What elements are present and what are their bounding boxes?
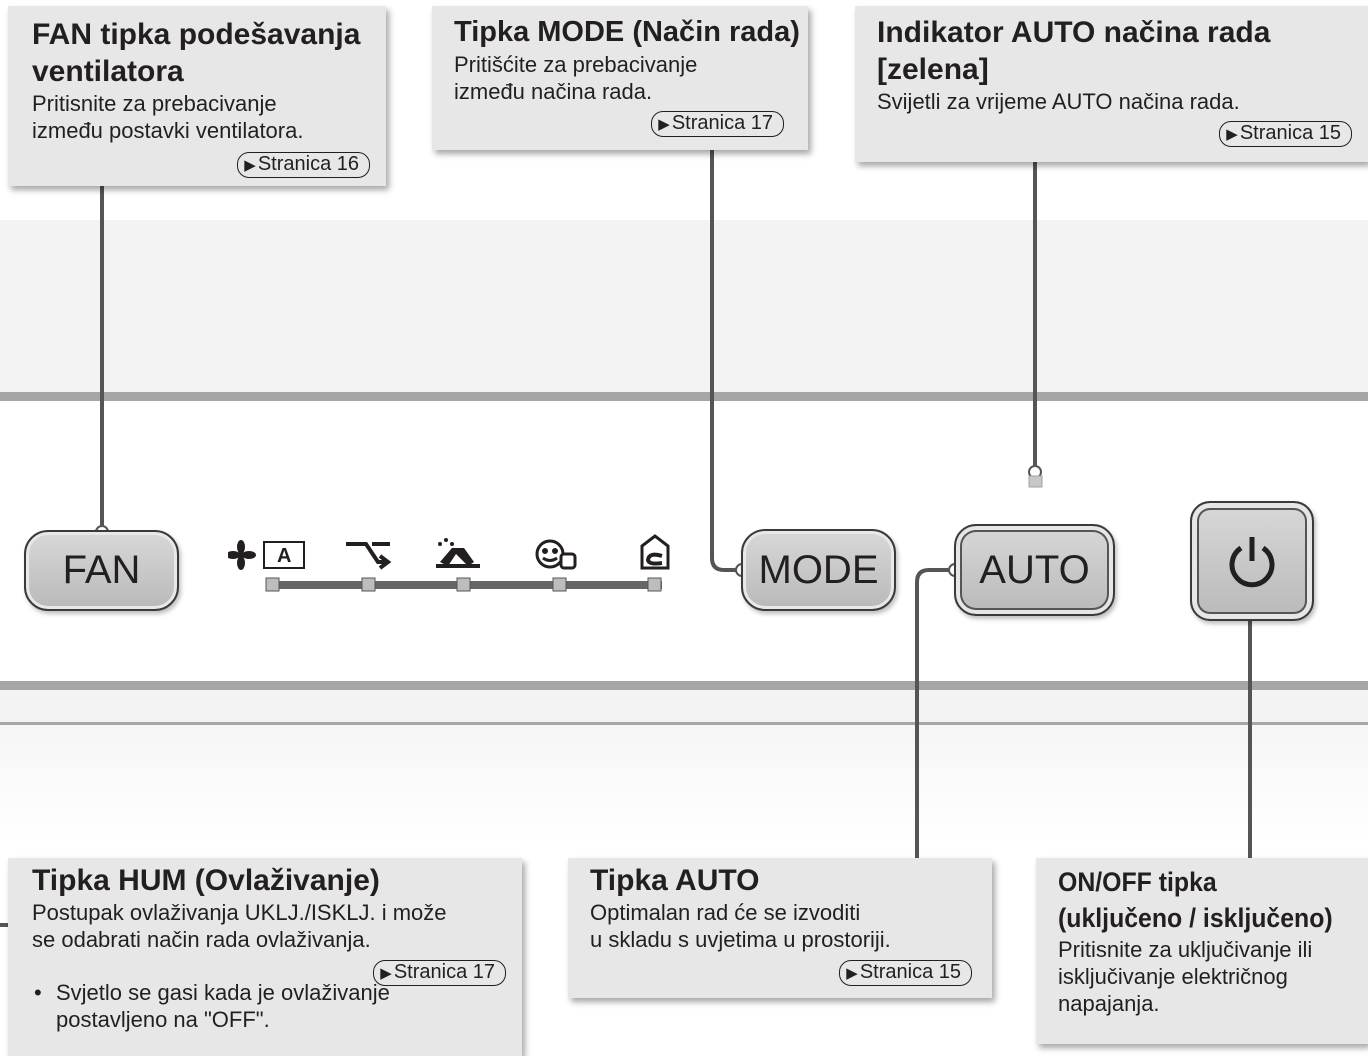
auto-button-callout: Tipka AUTO Optimalan rad će se izvoditi …	[568, 858, 992, 998]
play-arrow-icon: ▶	[658, 116, 670, 133]
fan-button-label: FAN	[62, 548, 141, 592]
hum-bullet: • Svjetlo se gasi kada je ovlaživanje	[32, 979, 522, 1006]
power-icon	[1229, 537, 1275, 588]
auto-indicator-title-line1: Indikator AUTO načina rada	[877, 16, 1271, 49]
auto-indicator-lamp	[1028, 475, 1043, 488]
fan-speed-step-5	[647, 577, 662, 592]
onoff-callout-desc-line2: isključivanje električnog	[1058, 964, 1288, 989]
mode-callout-title: Tipka MODE (Način rada)	[454, 16, 800, 48]
panel-upper-band	[0, 220, 1368, 392]
fan-callout-desc-line1: Pritisnite za prebacivanje	[32, 91, 277, 116]
mode-button-label: MODE	[758, 547, 879, 592]
auto-indicator-page-reference[interactable]: ▶Stranica 15	[1219, 121, 1352, 147]
panel-bottom-band	[0, 725, 1368, 845]
fan-auto-glyph: A	[277, 545, 291, 567]
power-button[interactable]	[1190, 501, 1314, 621]
fan-page-reference[interactable]: ▶Stranica 16	[237, 152, 370, 178]
fan-eco-icon	[535, 539, 577, 570]
hum-bullet-line1: Svjetlo se gasi kada je ovlaživanje	[56, 980, 390, 1005]
mode-callout-desc-line1: Pritišćite za prebacivanje	[454, 52, 698, 77]
auto-button[interactable]: AUTO	[954, 524, 1115, 616]
onoff-callout-title-line1: ON/OFF tipka	[1058, 867, 1217, 897]
fan-callout: FAN tipka podešavanja ventilatora Pritis…	[8, 6, 386, 186]
hum-page-reference[interactable]: ▶Stranica 17	[373, 960, 506, 986]
hum-callout-title: Tipka HUM (Ovlaživanje)	[32, 864, 380, 897]
leader-mode	[710, 150, 742, 572]
panel-middle-band	[0, 401, 1368, 681]
panel-lower-stripe	[0, 681, 1368, 690]
onoff-callout-title-line2: (uključeno / isključeno)	[1058, 903, 1333, 933]
onoff-callout-desc-line1: Pritisnite za uključivanje ili	[1058, 937, 1313, 962]
hum-callout-desc-line2: se odabrati način rada ovlaživanja.	[32, 927, 371, 952]
fan-speed-step-1	[265, 577, 280, 592]
fan-callout-title-line2: ventilatora	[32, 55, 184, 88]
auto-button-label: AUTO	[979, 547, 1090, 592]
mode-page-reference-label: Stranica 17	[671, 112, 773, 134]
panel-lower-band	[0, 690, 1368, 725]
hum-callout: Tipka HUM (Ovlaživanje) Postupak ovlaživ…	[8, 858, 522, 1056]
fan-turbo-icon	[436, 538, 480, 568]
panel-upper-stripe	[0, 392, 1368, 401]
fan-auto-icon	[226, 540, 305, 570]
fan-button[interactable]: FAN	[24, 530, 179, 611]
fan-speed-selector: A	[226, 530, 678, 600]
fan-speed-selector-graphic: A	[226, 534, 670, 592]
play-arrow-icon: ▶	[380, 965, 392, 982]
auto-indicator-desc: Svijetli za vrijeme AUTO načina rada.	[877, 89, 1240, 114]
mode-page-reference[interactable]: ▶Stranica 17	[651, 111, 784, 137]
auto-indicator-title-line2: [zelena]	[877, 53, 989, 86]
auto-button-callout-desc-line2: u skladu s uvjetima u prostoriji.	[590, 927, 891, 952]
hum-page-reference-label: Stranica 17	[393, 961, 495, 983]
play-arrow-icon: ▶	[244, 157, 256, 174]
bullet-dot: •	[34, 980, 42, 1005]
fan-callout-desc-line2: između postavki ventilatora.	[32, 118, 304, 143]
mode-callout: Tipka MODE (Način rada) Pritišćite za pr…	[432, 6, 808, 150]
onoff-callout: ON/OFF tipka (uključeno / isključeno) Pr…	[1036, 858, 1368, 1044]
play-arrow-icon: ▶	[1226, 126, 1238, 143]
auto-indicator-page-reference-label: Stranica 15	[1239, 122, 1341, 144]
hum-bullet-line2: postavljeno na "OFF".	[56, 1007, 270, 1032]
leader-auto-button	[915, 568, 955, 858]
auto-button-page-reference[interactable]: ▶Stranica 15	[839, 960, 972, 986]
auto-indicator-callout: Indikator AUTO načina rada [zelena] Svij…	[855, 6, 1368, 162]
onoff-callout-desc-line3: napajanja.	[1058, 991, 1160, 1016]
mode-callout-desc-line2: između načina rada.	[454, 79, 653, 104]
fan-speed-step-2	[361, 577, 376, 592]
fan-page-reference-label: Stranica 16	[257, 153, 359, 175]
auto-button-page-reference-label: Stranica 15	[859, 961, 961, 983]
hum-bullet-cont: postavljeno na "OFF".	[32, 1006, 522, 1033]
auto-button-callout-desc-line1: Optimalan rad će se izvoditi	[590, 900, 861, 925]
play-arrow-icon: ▶	[846, 965, 858, 982]
fan-quiet-icon	[346, 542, 392, 570]
fan-return-icon	[640, 534, 670, 570]
fan-speed-step-3	[456, 577, 471, 592]
fan-speed-step-4	[552, 577, 567, 592]
mode-button[interactable]: MODE	[741, 529, 896, 611]
hum-callout-desc-line1: Postupak ovlaživanja UKLJ./ISKLJ. i može	[32, 900, 447, 925]
fan-callout-title-line1: FAN tipka podešavanja	[32, 18, 361, 51]
auto-button-callout-title: Tipka AUTO	[590, 864, 760, 897]
